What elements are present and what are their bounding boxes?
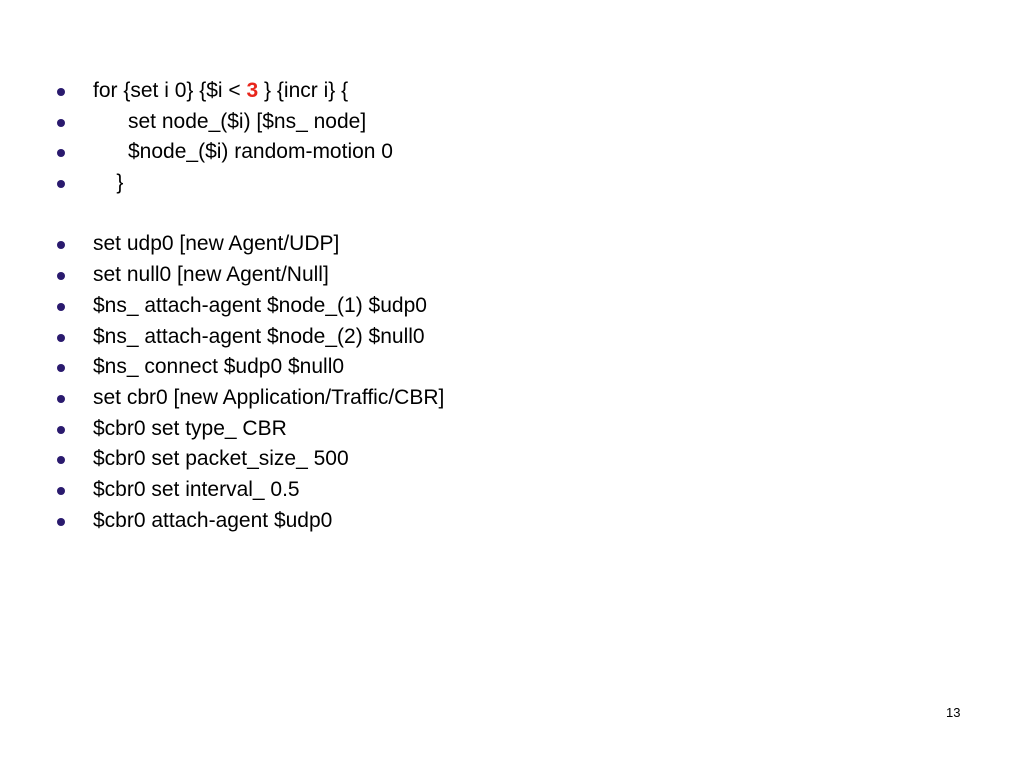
code-line-text: $node_($i) random-motion 0	[93, 140, 393, 164]
code-line-text: }	[93, 171, 124, 195]
code-line-14: $cbr0 attach-agent $udp0	[0, 506, 1024, 537]
code-line-6: set null0 [new Agent/Null]	[0, 260, 1024, 291]
code-line-5: set udp0 [new Agent/UDP]	[0, 229, 1024, 260]
code-line-1: for {set i 0} {$i < 3 } {incr i} {	[0, 76, 1024, 107]
code-line-7: $ns_ attach-agent $node_(1) $udp0	[0, 291, 1024, 322]
code-line-9: $ns_ connect $udp0 $null0	[0, 352, 1024, 383]
code-line-11: $cbr0 set type_ CBR	[0, 414, 1024, 445]
page-number: 13	[946, 705, 961, 720]
highlighted-value: 3	[246, 79, 259, 102]
code-line-text: $ns_ attach-agent $node_(2) $null0	[93, 324, 425, 348]
code-line-text: $ns_ connect $udp0 $null0	[93, 355, 345, 379]
blank-line	[0, 199, 1024, 230]
code-line-12: $cbr0 set packet_size_ 500	[0, 444, 1024, 475]
code-line-10: set cbr0 [new Application/Traffic/CBR]	[0, 383, 1024, 414]
bullet-icon	[57, 364, 65, 373]
bullet-icon	[57, 118, 65, 127]
code-line-4: }	[0, 168, 1024, 199]
code-line-text: $ns_ attach-agent $node_(1) $udp0	[93, 293, 427, 317]
bullet-icon	[57, 302, 65, 311]
code-line-text: $cbr0 set type_ CBR	[93, 416, 287, 440]
bullet-icon	[57, 149, 65, 158]
code-line-8: $ns_ attach-agent $node_(2) $null0	[0, 322, 1024, 353]
bullet-icon	[57, 425, 65, 434]
bullet-icon	[57, 517, 65, 526]
bullet-icon	[57, 333, 65, 342]
code-line-text: $cbr0 set interval_ 0.5	[93, 477, 300, 501]
bullet-icon	[57, 456, 65, 465]
code-bullet-list: for {set i 0} {$i < 3 } {incr i} { set n…	[0, 76, 1024, 536]
code-line-text: set cbr0 [new Application/Traffic/CBR]	[93, 385, 445, 409]
code-line-text: set null0 [new Agent/Null]	[93, 263, 329, 287]
code-line-text: for {set i 0} {$i < 3 } {incr i} {	[93, 76, 348, 107]
bullet-icon	[57, 241, 65, 250]
bullet-icon	[57, 486, 65, 495]
code-line-text: $cbr0 set packet_size_ 500	[93, 447, 349, 471]
code-line-post: } {incr i} {	[258, 79, 349, 102]
bullet-icon	[57, 88, 65, 96]
code-line-text: $cbr0 attach-agent $udp0	[93, 508, 333, 532]
code-line-text: set udp0 [new Agent/UDP]	[93, 232, 340, 256]
bullet-icon	[57, 394, 65, 403]
code-line-13: $cbr0 set interval_ 0.5	[0, 475, 1024, 506]
bullet-icon	[57, 272, 65, 281]
code-line-2: set node_($i) [$ns_ node]	[0, 107, 1024, 138]
bullet-icon	[57, 180, 65, 189]
code-line-text: set node_($i) [$ns_ node]	[93, 109, 367, 133]
code-line-3: $node_($i) random-motion 0	[0, 137, 1024, 168]
code-line-pre: for {set i 0} {$i <	[93, 79, 247, 102]
